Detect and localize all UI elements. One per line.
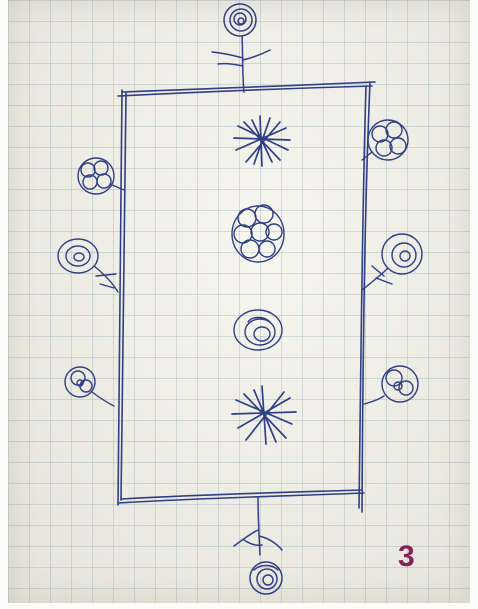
rose-shrub-icon xyxy=(364,366,418,404)
round-shrub-icon xyxy=(232,205,284,262)
star-plant-icon xyxy=(234,116,290,166)
rose-shrub-icon xyxy=(65,367,114,406)
sprout-icon xyxy=(234,498,282,555)
star-plant-icon xyxy=(232,386,296,444)
rose-shrub-icon xyxy=(212,4,270,92)
figure-number-label: 3 xyxy=(398,542,415,572)
swirl-shrub-icon xyxy=(234,310,282,350)
rose-shrub-icon xyxy=(250,562,282,594)
round-shrub-icon xyxy=(78,158,124,194)
swirl-shrub-icon xyxy=(362,234,422,290)
bed-outline xyxy=(118,82,375,512)
swirl-shrub-icon xyxy=(58,239,118,292)
